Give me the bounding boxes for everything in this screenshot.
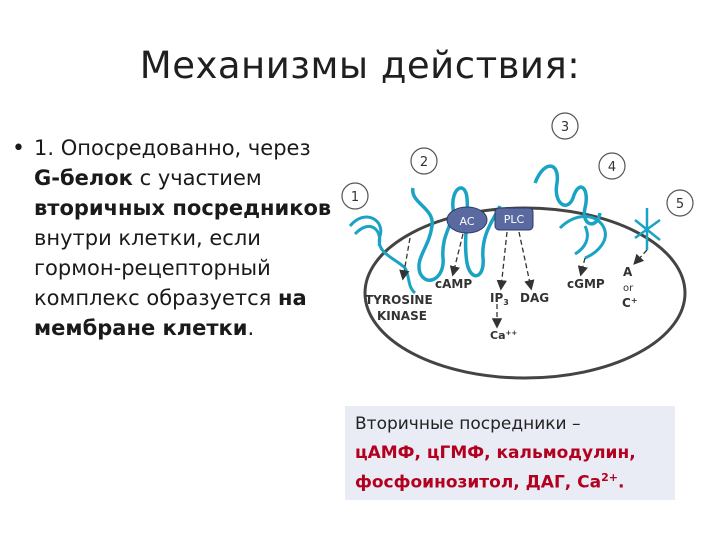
label-ca: Ca++ (490, 329, 517, 342)
label-dag: DAG (520, 291, 549, 305)
arrow-ac-camp (453, 234, 463, 274)
arrow-receptor-5 (635, 250, 647, 263)
bullet-item: • 1. Опосредованно, через G-белок с учас… (12, 133, 332, 343)
caption-line-3-text: фосфоинозитол, ДАГ, Са (355, 473, 601, 493)
bullet-text-bold: G-белок (34, 166, 133, 190)
signaling-diagram: 1 2 3 4 5 AC PLC TYROSINE (335, 108, 720, 398)
label-or: or (623, 283, 634, 294)
label-tyrosine: TYROSINE (365, 293, 433, 307)
label-circle-2: 2 (411, 148, 437, 174)
enzyme-ac: AC (447, 207, 487, 233)
label-number-3: 3 (561, 120, 569, 135)
bullet-text: 1. Опосредованно, через G-белок с участи… (34, 133, 332, 343)
caption-box: Вторичные посредники – цАМФ, цГМФ, кальм… (345, 406, 675, 500)
label-number-1: 1 (351, 190, 359, 205)
label-circle-5: 5 (667, 190, 693, 216)
caption-line-3-end: . (618, 473, 624, 493)
caption-superscript: 2+ (601, 471, 618, 484)
enzyme-ac-label: AC (459, 215, 474, 228)
label-number-5: 5 (676, 197, 684, 212)
enzyme-plc: PLC (495, 208, 533, 230)
bullet-text-part: внутри клетки, если гормон-рецепторный к… (34, 226, 278, 310)
bullet-text-part: . (248, 316, 255, 340)
caption-line-3: фосфоинозитол, ДАГ, Са2+. (355, 471, 624, 493)
bullet-marker: • (12, 133, 25, 164)
label-number-2: 2 (420, 155, 428, 170)
slide-title: Механизмы действия: (0, 44, 720, 87)
label-circle-4: 4 (599, 153, 625, 179)
label-circle-1: 1 (342, 183, 368, 209)
label-c: C+ (622, 296, 638, 310)
bullet-text-part: с участием (133, 166, 262, 190)
bullet-text-part: 1. Опосредованно, через (34, 136, 311, 160)
enzyme-plc-label: PLC (504, 213, 525, 226)
caption-line-1: Вторичные посредники – (355, 414, 581, 434)
label-number-4: 4 (608, 160, 616, 175)
label-camp: cAMP (435, 277, 472, 291)
label-kinase: KINASE (377, 309, 427, 323)
arrow-plc-dag (519, 232, 531, 288)
label-circle-3: 3 (552, 113, 578, 139)
arrow-cgmp (581, 258, 585, 274)
label-ip3: IP3 (490, 291, 509, 307)
arrow-plc-ip3 (501, 232, 507, 288)
receptor-2 (413, 188, 500, 280)
label-cgmp: cGMP (567, 277, 605, 291)
caption-line-2: цАМФ, цГМФ, кальмодулин, (355, 443, 636, 463)
label-a: A (623, 265, 633, 279)
receptor-4 (560, 216, 605, 258)
bullet-text-bold: вторичных посредников (34, 196, 331, 220)
